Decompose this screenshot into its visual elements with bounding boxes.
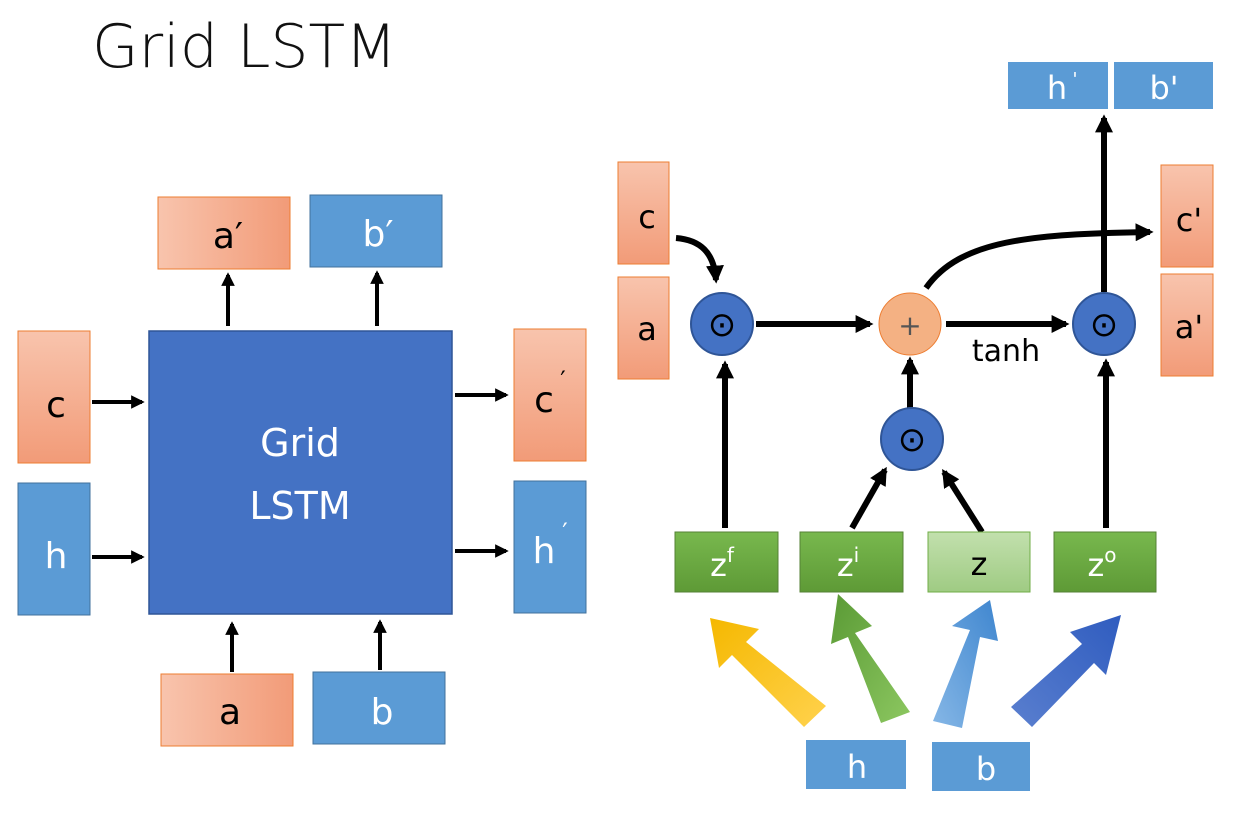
output-gate-circle xyxy=(1072,292,1136,356)
gate-z-label: z xyxy=(971,545,988,583)
out-h-prime-box xyxy=(1008,62,1108,109)
arrow-zi-to-input-gate xyxy=(849,466,888,530)
input-b-box xyxy=(312,671,446,745)
gate-zi-sup: i xyxy=(854,543,860,567)
input-h-box xyxy=(17,482,91,616)
grid-lstm-block-label-line1: Grid xyxy=(260,421,340,465)
block-arrow-to-zi xyxy=(831,594,910,723)
out-b-prime-label: b' xyxy=(1149,69,1178,107)
forget-gate-node: ⊙ xyxy=(690,292,754,356)
gate-zo-label: zo xyxy=(1087,543,1116,584)
output-gate-symbol: ⊙ xyxy=(1090,305,1119,345)
forget-gate-circle xyxy=(690,292,754,356)
output-a-prime-box xyxy=(157,196,291,270)
block-arrow-to-zo xyxy=(1011,615,1121,727)
input-c-label: c xyxy=(46,385,66,426)
in-h-label: h xyxy=(847,748,867,786)
in-b-box xyxy=(932,742,1030,791)
gate-zo-base: z xyxy=(1087,546,1104,584)
out-h-prime-label: h xyxy=(1047,69,1067,107)
output-a-prime-label: a′ xyxy=(213,216,243,257)
input-gate-node: ⊙ xyxy=(880,407,944,471)
in-a-box xyxy=(617,276,670,380)
in-c-box xyxy=(617,161,670,265)
output-c-prime-mark: ′ xyxy=(560,366,565,394)
cell-sum-symbol: + xyxy=(898,309,921,342)
output-h-prime-box xyxy=(513,480,587,614)
cell-sum-circle xyxy=(878,292,942,356)
out-c-prime-label: c' xyxy=(1176,201,1202,239)
output-gate-node: ⊙ xyxy=(1072,292,1136,356)
gate-zi-box xyxy=(799,531,904,593)
left-grid-lstm: Grid LSTM a′ b′ c h c ′ h ′ xyxy=(17,194,587,747)
in-a-label: a xyxy=(637,310,657,348)
gate-zo-sup: o xyxy=(1104,543,1116,567)
input-b-label: b xyxy=(371,692,394,733)
output-b-prime-label: b′ xyxy=(362,214,393,255)
right-internal-diagram: h ' b' c a c' a' xyxy=(617,62,1214,791)
block-arrow-to-zf xyxy=(710,618,826,727)
grid-lstm-block xyxy=(148,330,453,615)
forget-gate-symbol: ⊙ xyxy=(708,305,737,345)
arrow-cell-to-c-prime xyxy=(923,223,1154,290)
gate-zo: zo xyxy=(1053,531,1157,593)
in-b-label: b xyxy=(976,750,996,788)
input-gate-circle xyxy=(880,407,944,471)
output-b-prime-box xyxy=(309,194,443,268)
slide-title: Grid LSTM xyxy=(92,12,397,82)
out-b-prime-box xyxy=(1114,62,1213,109)
gate-zf-base: z xyxy=(710,546,727,584)
gate-zi-label: zi xyxy=(837,543,859,584)
out-a-prime-label: a' xyxy=(1175,308,1203,346)
output-c-prime-label: c xyxy=(534,380,554,421)
input-h-label: h xyxy=(45,536,68,577)
tanh-label: tanh xyxy=(972,334,1040,369)
output-c-prime-box xyxy=(513,328,587,462)
gate-zi-base: z xyxy=(837,546,854,584)
gate-zf-box xyxy=(674,531,779,593)
block-arrow-to-z xyxy=(933,600,998,728)
in-h-box xyxy=(806,740,906,789)
output-h-prime-label: h xyxy=(533,531,556,572)
gate-zf-sup: f xyxy=(727,543,735,567)
gate-zf: zf xyxy=(674,531,779,593)
out-h-prime-mark: ' xyxy=(1073,69,1078,90)
arrow-z-to-input-gate xyxy=(941,468,985,534)
out-c-prime-box xyxy=(1160,164,1214,268)
gate-z-box xyxy=(927,531,1031,593)
out-a-prime-box xyxy=(1160,273,1214,377)
grid-lstm-block-label-line2: LSTM xyxy=(249,484,350,528)
input-a-label: a xyxy=(219,692,241,733)
cell-sum-node: + xyxy=(878,292,942,356)
arrow-c-to-forget-gate xyxy=(675,235,724,284)
input-a-box xyxy=(160,673,294,747)
in-c-label: c xyxy=(638,198,656,236)
gate-zf-label: zf xyxy=(710,543,735,584)
output-h-prime-mark: ′ xyxy=(562,518,567,546)
input-c-box xyxy=(17,330,91,464)
gate-zi: zi xyxy=(799,531,904,593)
input-gate-symbol: ⊙ xyxy=(898,420,927,460)
gate-z: z xyxy=(927,531,1031,593)
gate-zo-box xyxy=(1053,531,1157,593)
